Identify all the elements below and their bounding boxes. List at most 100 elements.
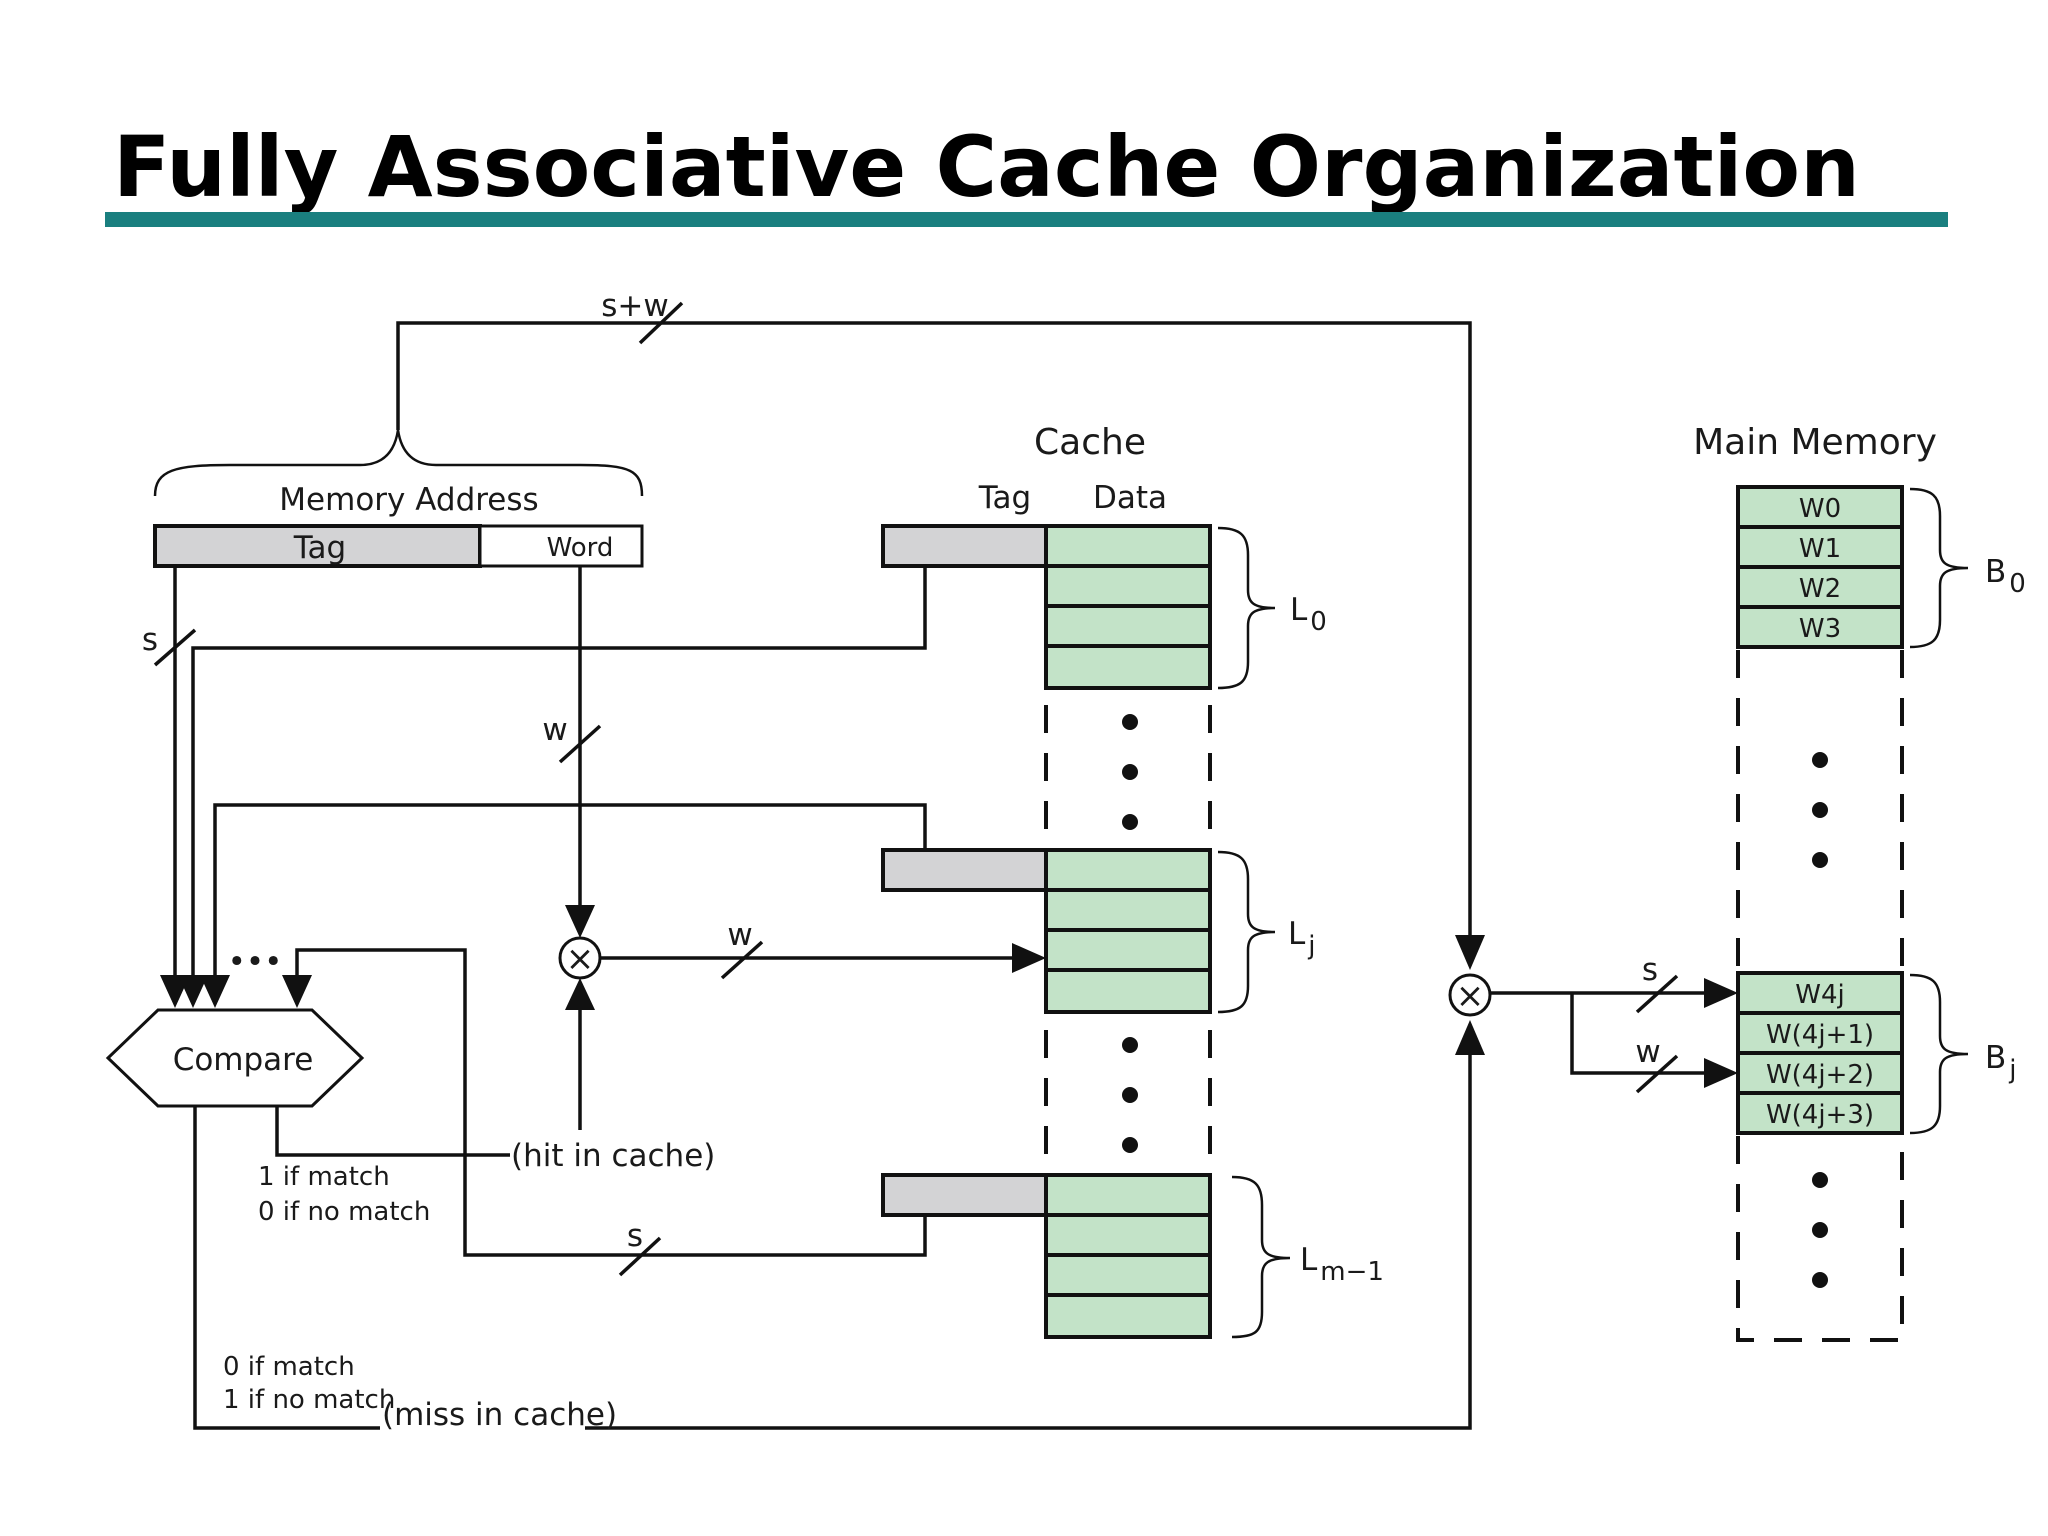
cache-label: Cache — [1034, 422, 1146, 463]
miss-signal-label: (miss in cache) — [382, 1397, 617, 1433]
memory-word-cell — [1736, 485, 1904, 529]
ellipsis-dot — [1122, 714, 1138, 730]
line-label-base: L — [1288, 916, 1306, 952]
hit-signal-label: (hit in cache) — [511, 1138, 715, 1174]
s-bus-slash — [618, 1236, 662, 1277]
line-label-sub: j — [1307, 931, 1315, 961]
memory-word-cell — [1736, 525, 1904, 569]
ellipsis-dot — [1122, 764, 1138, 780]
cache-data-cell — [1044, 968, 1212, 1014]
miss-condition-1: 0 if match — [223, 1352, 355, 1382]
cache-data-cell — [1044, 564, 1212, 608]
cache-tag-cell — [881, 1173, 1048, 1217]
s-bus-label: s — [1642, 952, 1658, 988]
w-bus-label: w — [542, 712, 567, 748]
hit-condition-2: 0 if no match — [258, 1197, 430, 1227]
address-tag-label: Tag — [293, 530, 346, 566]
miss-to-mux-wire — [585, 1025, 1472, 1430]
cache-data-cell — [1044, 644, 1212, 690]
line0-tag-wire — [191, 566, 927, 985]
cache: Cache Tag Data — [881, 422, 1384, 1339]
cache-data-cell — [1044, 1213, 1212, 1257]
main-memory: Main Memory W0 W1 W2 W3 W4j W(4j+1) W(4j… — [1693, 422, 2026, 1342]
cache-data-header: Data — [1093, 480, 1167, 516]
cache-mux-symbol: × — [566, 939, 595, 979]
w-bus-slash — [558, 724, 602, 764]
compare-label: Compare — [173, 1042, 314, 1078]
memory-word-cell — [1736, 1011, 1904, 1055]
line-label-sub: m−1 — [1320, 1257, 1384, 1287]
address-word-field — [478, 524, 644, 568]
memory-address: Memory Address Tag Word — [153, 429, 644, 568]
memory-select: × s w — [1448, 952, 1738, 1094]
memory-mux-arrowhead — [1704, 978, 1738, 1008]
memory-mux-symbol: × — [1456, 976, 1485, 1016]
memory-mux — [1448, 973, 1492, 1017]
cache-data-cell — [1044, 1253, 1212, 1297]
memory-block-j: W4j W(4j+1) W(4j+2) W(4j+3) — [1736, 971, 1904, 1135]
s-bus-label: s — [627, 1218, 643, 1254]
sw-bus-label: s+w — [601, 288, 668, 324]
line-brace-0 — [1217, 526, 1276, 690]
hit-wire — [275, 1106, 510, 1157]
s-bus-slash — [153, 628, 197, 667]
compare-input-arrowhead — [200, 975, 230, 1008]
block-label-base: B — [1985, 1040, 2006, 1076]
slide-title: Fully Associative Cache Organization — [113, 118, 1860, 216]
main-memory-label: Main Memory — [1693, 422, 1937, 463]
linem1-tag-wire — [295, 948, 927, 1257]
ellipsis-dot — [1812, 1272, 1828, 1288]
memory-address-label: Memory Address — [279, 482, 538, 518]
memory-word-label: W3 — [1799, 614, 1841, 644]
miss-condition-2: 1 if no match — [223, 1385, 395, 1415]
cache-tag-header: Tag — [978, 480, 1031, 516]
miss-arrowhead — [1455, 1020, 1485, 1055]
linej-tag-wire — [213, 803, 927, 985]
w-bus-slash — [720, 940, 764, 980]
memory-dashed-edge — [1736, 1136, 1904, 1342]
w-bus-label: w — [1635, 1034, 1660, 1070]
memory-address-brace — [153, 429, 644, 497]
line-label-sub: 0 — [1310, 607, 1327, 637]
line-brace-j — [1217, 850, 1276, 1014]
ellipsis-dot — [1812, 1172, 1828, 1188]
ellipsis-dot — [1122, 814, 1138, 830]
cache-data-cell — [1044, 1173, 1212, 1217]
ellipsis-dot — [1812, 802, 1828, 818]
miss-path: (miss in cache) 0 if match 1 if no match — [193, 1020, 1485, 1433]
w-bus-label: w — [727, 917, 752, 953]
s-bus-slash — [1635, 974, 1679, 1014]
memory-word-cell — [1736, 565, 1904, 609]
ellipsis-dot — [1122, 1037, 1138, 1053]
memory-word-label: W1 — [1799, 534, 1841, 564]
miss-wire — [193, 1106, 380, 1430]
block-label-sub: 0 — [2009, 569, 2026, 599]
cache-line-m-1 — [881, 1173, 1212, 1339]
ellipsis-dot — [1122, 1087, 1138, 1103]
word-wire-arrowhead — [565, 905, 595, 938]
sw-bus-line — [396, 321, 1472, 965]
cache-tag-cell — [881, 524, 1048, 568]
ellipsis-dot — [1812, 752, 1828, 768]
hit-arrowhead — [565, 978, 595, 1010]
ellipsis-dot — [1812, 1222, 1828, 1238]
memory-word-cell — [1736, 605, 1904, 649]
cache-data-cell — [1044, 604, 1212, 648]
address-tag-field — [153, 524, 482, 568]
compare-inputs-ellipsis: ••• — [228, 944, 283, 980]
cache-line-j — [881, 848, 1212, 1014]
s-bus-label: s — [142, 622, 158, 658]
memory-word-label: W2 — [1799, 574, 1841, 604]
memory-mux-arrowhead — [1704, 1058, 1738, 1088]
memory-word-label: W(4j+1) — [1766, 1020, 1874, 1050]
word-select: w × w (hit in cache) 1 if match 0 if no … — [258, 566, 1046, 1227]
memory-word-label: W0 — [1799, 494, 1841, 524]
block-brace-0 — [1909, 487, 1969, 649]
sw-bus-arrowhead — [1455, 935, 1485, 970]
